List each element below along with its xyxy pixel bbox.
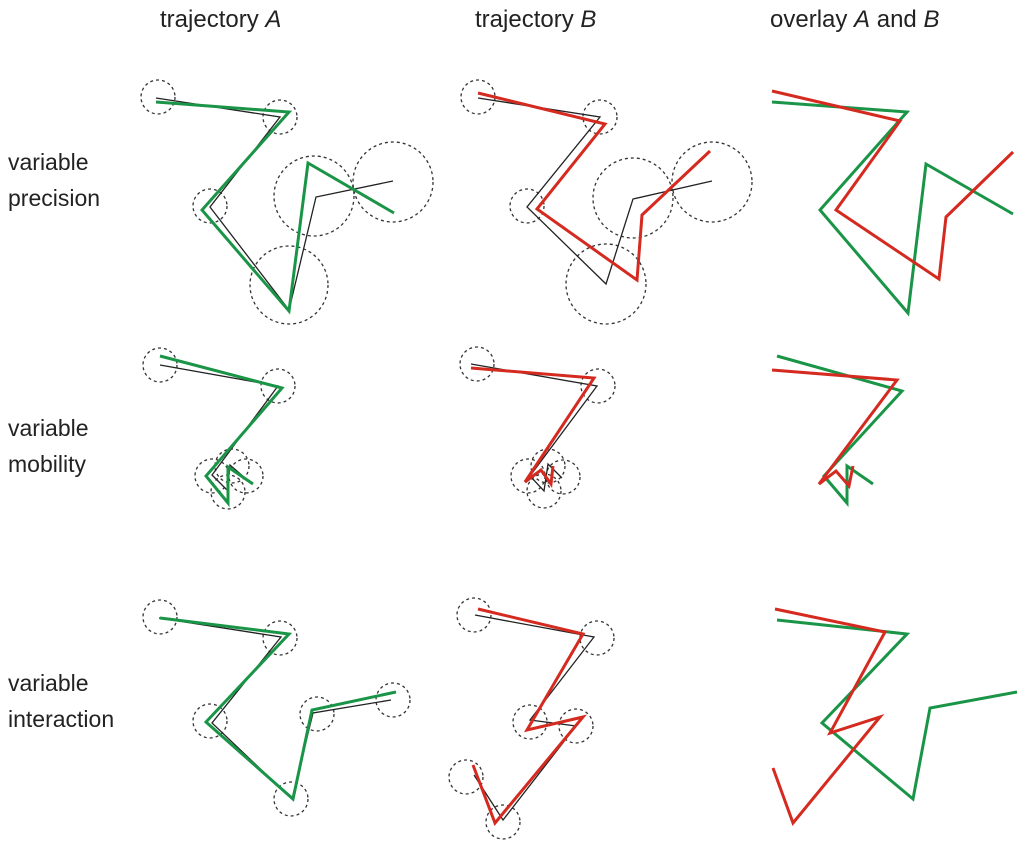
uncertainty-circle bbox=[352, 141, 434, 223]
true-trajectory-line bbox=[155, 97, 394, 312]
trajectory-b-line bbox=[771, 89, 1015, 282]
uncertainty-circle bbox=[299, 696, 335, 732]
uncertainty-circle bbox=[192, 703, 228, 739]
estimated-trajectory-line bbox=[159, 354, 285, 508]
estimated-trajectory-line bbox=[471, 607, 587, 826]
uncertainty-circle bbox=[582, 99, 618, 135]
header-overlay-mid: and bbox=[870, 6, 924, 33]
panel-precision-overlay bbox=[771, 89, 1015, 317]
row-label-line1: variable bbox=[8, 415, 89, 441]
uncertainty-circle bbox=[262, 620, 298, 656]
header-trajectory-a: trajectory A bbox=[160, 6, 281, 34]
uncertainty-circle bbox=[579, 620, 615, 656]
header-overlay-text: overlay bbox=[770, 6, 855, 33]
uncertainty-circle bbox=[262, 99, 298, 135]
panel-interaction-a bbox=[142, 599, 411, 817]
panels bbox=[140, 79, 1018, 840]
panel-precision-a bbox=[140, 79, 434, 325]
uncertainty-circle bbox=[592, 157, 674, 239]
uncertainty-circle bbox=[545, 459, 581, 495]
true-trajectory-line bbox=[477, 97, 713, 286]
uncertainty-circle bbox=[273, 155, 355, 237]
panel-interaction-overlay bbox=[771, 607, 1018, 826]
uncertainty-circle bbox=[448, 759, 484, 795]
uncertainty-circle bbox=[375, 682, 411, 718]
uncertainty-circle bbox=[558, 708, 594, 744]
header-b-text: trajectory bbox=[475, 6, 581, 33]
uncertainty-circle bbox=[565, 243, 647, 325]
row-label-precision: variable precision bbox=[8, 144, 100, 216]
panel-mobility-overlay bbox=[771, 354, 905, 508]
row-label-interaction: variable interaction bbox=[8, 665, 114, 737]
row-label-line2: mobility bbox=[8, 451, 86, 477]
uncertainty-circle bbox=[459, 346, 495, 382]
header-a-italic: A bbox=[265, 6, 282, 33]
uncertainty-circle bbox=[192, 188, 228, 224]
uncertainty-circle bbox=[485, 804, 521, 840]
header-overlay-italic-b: B bbox=[923, 6, 940, 33]
uncertainty-circle bbox=[194, 458, 230, 494]
panel-interaction-b bbox=[448, 597, 615, 840]
header-overlay-italic-a: A bbox=[854, 6, 871, 33]
estimated-trajectory-line bbox=[470, 366, 597, 489]
row-label-line2: interaction bbox=[8, 706, 115, 732]
trajectory-b-line bbox=[771, 607, 888, 826]
uncertainty-circle bbox=[260, 368, 296, 404]
panel-mobility-b bbox=[459, 346, 616, 509]
trajectory-a-line bbox=[776, 618, 1018, 802]
uncertainty-circle bbox=[273, 781, 309, 817]
trajectory-a-line bbox=[771, 100, 1014, 317]
uncertainty-circle bbox=[509, 188, 545, 224]
estimated-trajectory-line bbox=[155, 100, 395, 315]
trajectory-b-line bbox=[771, 368, 900, 490]
true-trajectory-line bbox=[470, 363, 599, 493]
row-label-line2: precision bbox=[8, 185, 101, 211]
uncertainty-circle bbox=[228, 458, 264, 494]
panel-precision-b bbox=[460, 79, 753, 325]
uncertainty-circle bbox=[140, 79, 176, 115]
header-trajectory-b: trajectory B bbox=[475, 6, 596, 34]
panel-mobility-a bbox=[142, 347, 296, 510]
uncertainty-circle bbox=[580, 368, 616, 404]
true-trajectory-line bbox=[158, 617, 392, 801]
header-overlay: overlay A and B bbox=[770, 6, 939, 34]
uncertainty-circle bbox=[249, 245, 329, 325]
uncertainty-circle bbox=[142, 347, 178, 383]
estimated-trajectory-line bbox=[477, 91, 712, 283]
uncertainty-circle bbox=[671, 141, 753, 223]
row-label-line1: variable bbox=[8, 149, 89, 175]
row-label-line1: variable bbox=[8, 670, 89, 696]
header-a-text: trajectory bbox=[160, 6, 266, 33]
estimated-trajectory-line bbox=[159, 616, 397, 802]
uncertainty-circle bbox=[456, 597, 492, 633]
row-label-mobility: variable mobility bbox=[8, 410, 89, 482]
header-b-italic: B bbox=[580, 6, 597, 33]
uncertainty-circle bbox=[142, 599, 178, 635]
